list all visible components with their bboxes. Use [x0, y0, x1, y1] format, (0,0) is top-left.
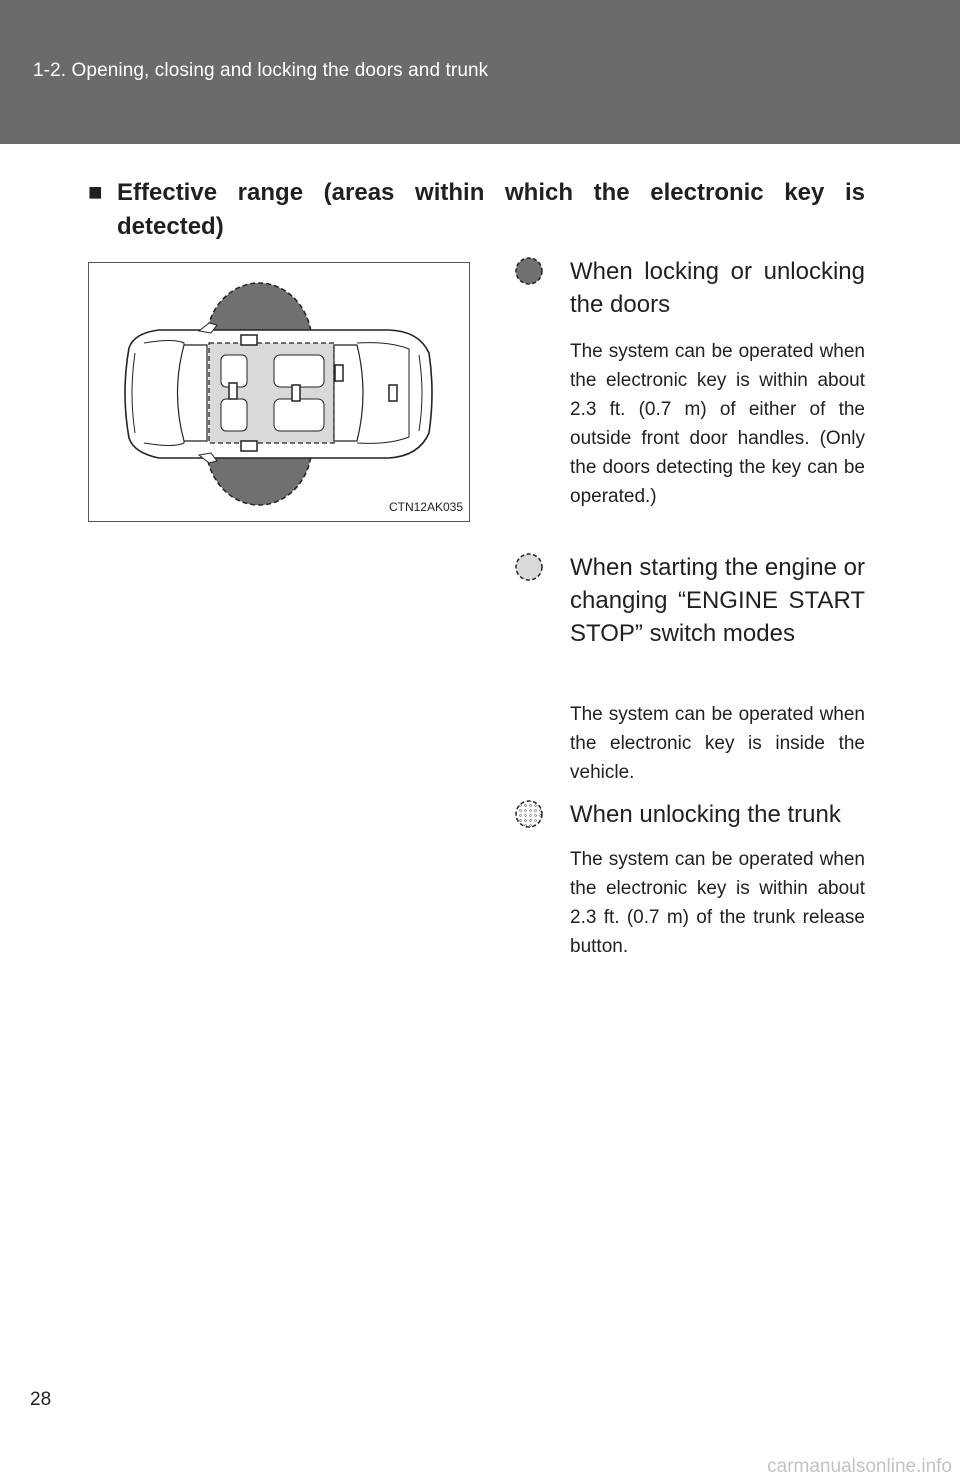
dotted-circle-icon: [515, 800, 543, 828]
chapter-title: 1-2. Opening, closing and locking the do…: [33, 60, 489, 81]
square-bullet-icon: ■: [88, 179, 103, 206]
car-top-view-illustration: [124, 282, 433, 506]
key-range-figure: CTN12AK035: [88, 262, 470, 522]
legend-title-doors: When locking or unlocking the doors: [570, 258, 865, 318]
legend-title-trunk: When unlocking the trunk: [570, 801, 841, 828]
section-heading: ■ Effective range (areas within which th…: [88, 176, 865, 244]
front-door-range-bottom: [205, 444, 313, 506]
legend-title-engine: When starting the engine or changing “EN…: [570, 554, 865, 647]
light-gray-circle-icon: [515, 553, 543, 581]
page-number: 28: [30, 1389, 52, 1410]
legend-desc-trunk: The system can be operated when the elec…: [570, 849, 865, 957]
section-heading-text: Effective range (areas within which the …: [117, 179, 865, 240]
front-door-range-top: [205, 282, 313, 344]
watermark: carmanualsonline.info: [767, 1456, 952, 1477]
page-header-band: 1-2. Opening, closing and locking the do…: [0, 0, 960, 144]
figure-code: CTN12AK035: [388, 500, 463, 514]
legend-desc-engine: The system can be operated when the elec…: [570, 704, 865, 783]
solid-dark-circle-icon: [515, 257, 543, 285]
legend-desc-doors: The system can be operated when the elec…: [570, 341, 865, 507]
